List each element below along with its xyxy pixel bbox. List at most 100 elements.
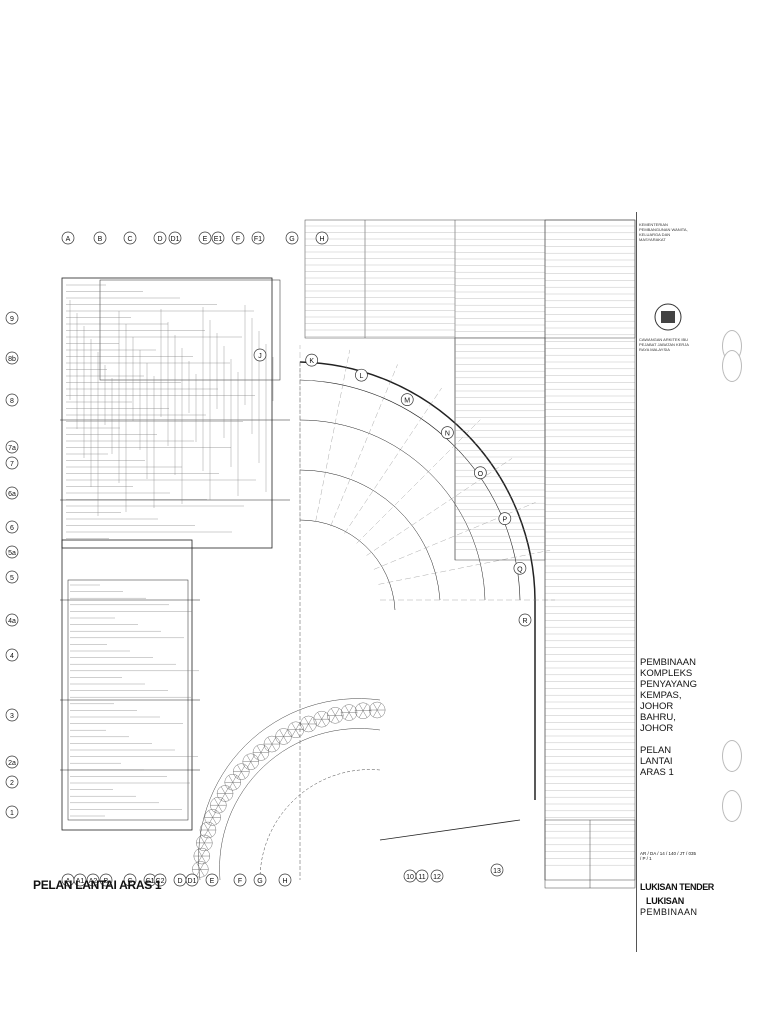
- svg-text:J: J: [258, 353, 262, 360]
- row-grid-bubble: 4a: [5, 613, 19, 627]
- row-grid-bubble: 9: [5, 311, 19, 325]
- row-grid-bubble: 2a: [5, 755, 19, 769]
- arc-grid-bubble-bottom: 12: [430, 869, 444, 883]
- column-grid-bubble-bottom: C: [123, 873, 137, 887]
- row-grid-bubble: 7a: [5, 440, 19, 454]
- arc-grid-bubble: K: [305, 353, 319, 367]
- svg-text:R: R: [522, 618, 527, 625]
- tree-symbol: [210, 797, 227, 814]
- arc-grid-bubble: M: [400, 393, 414, 407]
- tree-symbol: [216, 785, 234, 802]
- tree-symbol: [199, 821, 217, 839]
- svg-text:H: H: [282, 878, 287, 885]
- svg-text:N: N: [445, 431, 450, 438]
- column-grid-bubble-top: A: [61, 231, 75, 245]
- project-title: PEMBINAAN KOMPLEKS PENYAYANG KEMPAS, JOH…: [640, 657, 698, 734]
- tree-symbol: [193, 847, 210, 865]
- column-grid-bubble-bottom: E: [205, 873, 219, 887]
- drawing-title: PELAN LANTAI ARAS 1: [640, 745, 674, 778]
- svg-text:A: A: [66, 878, 71, 885]
- garden-area: [198, 698, 381, 881]
- tree-symbol: [354, 702, 372, 719]
- row-grid-bubble: 3: [5, 708, 19, 722]
- svg-text:6: 6: [10, 525, 14, 532]
- column-grid-bubble-top: H: [315, 231, 329, 245]
- column-grid-bubble-bottom: F: [233, 873, 247, 887]
- column-grid-bubble-top: E: [198, 231, 212, 245]
- tree-symbol: [192, 861, 209, 878]
- row-grid-bubble: 5a: [5, 545, 19, 559]
- svg-text:F: F: [238, 878, 242, 885]
- column-grid-bubble-bottom: B: [99, 873, 113, 887]
- svg-text:6a: 6a: [8, 491, 16, 498]
- column-grid-bubble-bottom: A1: [73, 873, 87, 887]
- stamp-pembinaan: PEMBINAAN: [640, 907, 698, 917]
- row-grid-bubble: 6a: [5, 486, 19, 500]
- svg-text:10: 10: [406, 874, 414, 881]
- svg-text:12: 12: [433, 874, 441, 881]
- arc-wing: [299, 361, 536, 880]
- svg-text:F1: F1: [254, 236, 262, 243]
- column-grid-bubble-bottom: H: [278, 873, 292, 887]
- row-grid-bubble: 4: [5, 648, 19, 662]
- svg-text:2a: 2a: [8, 760, 16, 767]
- arc-grid-bubble: Q: [513, 561, 527, 575]
- column-grid-bubble-top: D1: [168, 231, 182, 245]
- svg-text:9: 9: [10, 316, 14, 323]
- spec-column: [544, 219, 636, 881]
- svg-text:A1: A1: [76, 878, 85, 885]
- tree-symbol: [196, 834, 213, 852]
- svg-text:8: 8: [10, 398, 14, 405]
- binder-hole: [722, 790, 742, 822]
- arc-grid-bubble-bottom: 11: [415, 869, 429, 883]
- column-grid-bubble-top: E1: [211, 231, 225, 245]
- svg-text:C1: C1: [146, 878, 155, 885]
- tree-symbol: [287, 721, 304, 738]
- tree-symbols: [192, 701, 386, 878]
- svg-text:D1: D1: [171, 236, 180, 243]
- svg-text:E: E: [203, 236, 208, 243]
- svg-text:D: D: [157, 236, 162, 243]
- ministry-name: KEMENTERIAN PEMBANGUNAN WANITA, KELUARGA…: [639, 222, 688, 242]
- column-grid-bubble-bottom: G: [253, 873, 267, 887]
- svg-text:13: 13: [493, 868, 501, 875]
- svg-text:C: C: [127, 878, 132, 885]
- svg-text:P: P: [502, 517, 507, 524]
- arc-grid-bubble-bottom: 13: [490, 863, 504, 877]
- arc-grid-bubble: L: [355, 368, 368, 382]
- plan-title: PELAN LANTAI ARAS 1: [33, 878, 162, 892]
- department-name: CAWANGAN ARKITEK IBU PEJABAT JABATAN KER…: [639, 337, 689, 352]
- column-grid-bubble-top: F: [231, 231, 245, 245]
- tree-symbol: [233, 763, 250, 780]
- svg-text:F: F: [236, 236, 240, 243]
- row-grid-bubble: 7: [5, 456, 19, 470]
- tree-symbol: [300, 715, 317, 733]
- arc-grid-bubble: O: [473, 466, 487, 480]
- tree-symbol: [224, 774, 241, 791]
- svg-text:K: K: [309, 358, 314, 365]
- building-outline: [60, 277, 290, 831]
- arc-grid-bubble: N: [441, 426, 454, 439]
- column-grid-bubble-top: C: [123, 231, 137, 245]
- svg-text:11: 11: [418, 874, 425, 881]
- tree-symbol: [263, 735, 281, 753]
- svg-text:Q: Q: [517, 566, 523, 573]
- svg-text:3: 3: [10, 713, 14, 720]
- svg-text:8b: 8b: [8, 356, 16, 363]
- tree-symbol: [204, 809, 221, 826]
- stamp-tender: LUKISAN TENDER: [640, 882, 714, 892]
- column-grid-bubble-bottom: C1: [143, 873, 157, 887]
- svg-text:G: G: [257, 878, 262, 885]
- svg-text:A: A: [66, 236, 71, 243]
- binder-hole: [722, 350, 742, 382]
- interior-detail: [66, 284, 274, 817]
- column-grid-bubble-top: G: [285, 231, 299, 245]
- column-grid-bubble-bottom: D: [173, 873, 187, 887]
- drawing-number: AR / DA / 14 / 140 / JT / 035 / P / 1: [640, 851, 696, 861]
- svg-text:C2: C2: [156, 878, 165, 885]
- arc-grid-lines: [299, 345, 555, 601]
- svg-text:H: H: [319, 236, 324, 243]
- notes-rows: [305, 225, 635, 866]
